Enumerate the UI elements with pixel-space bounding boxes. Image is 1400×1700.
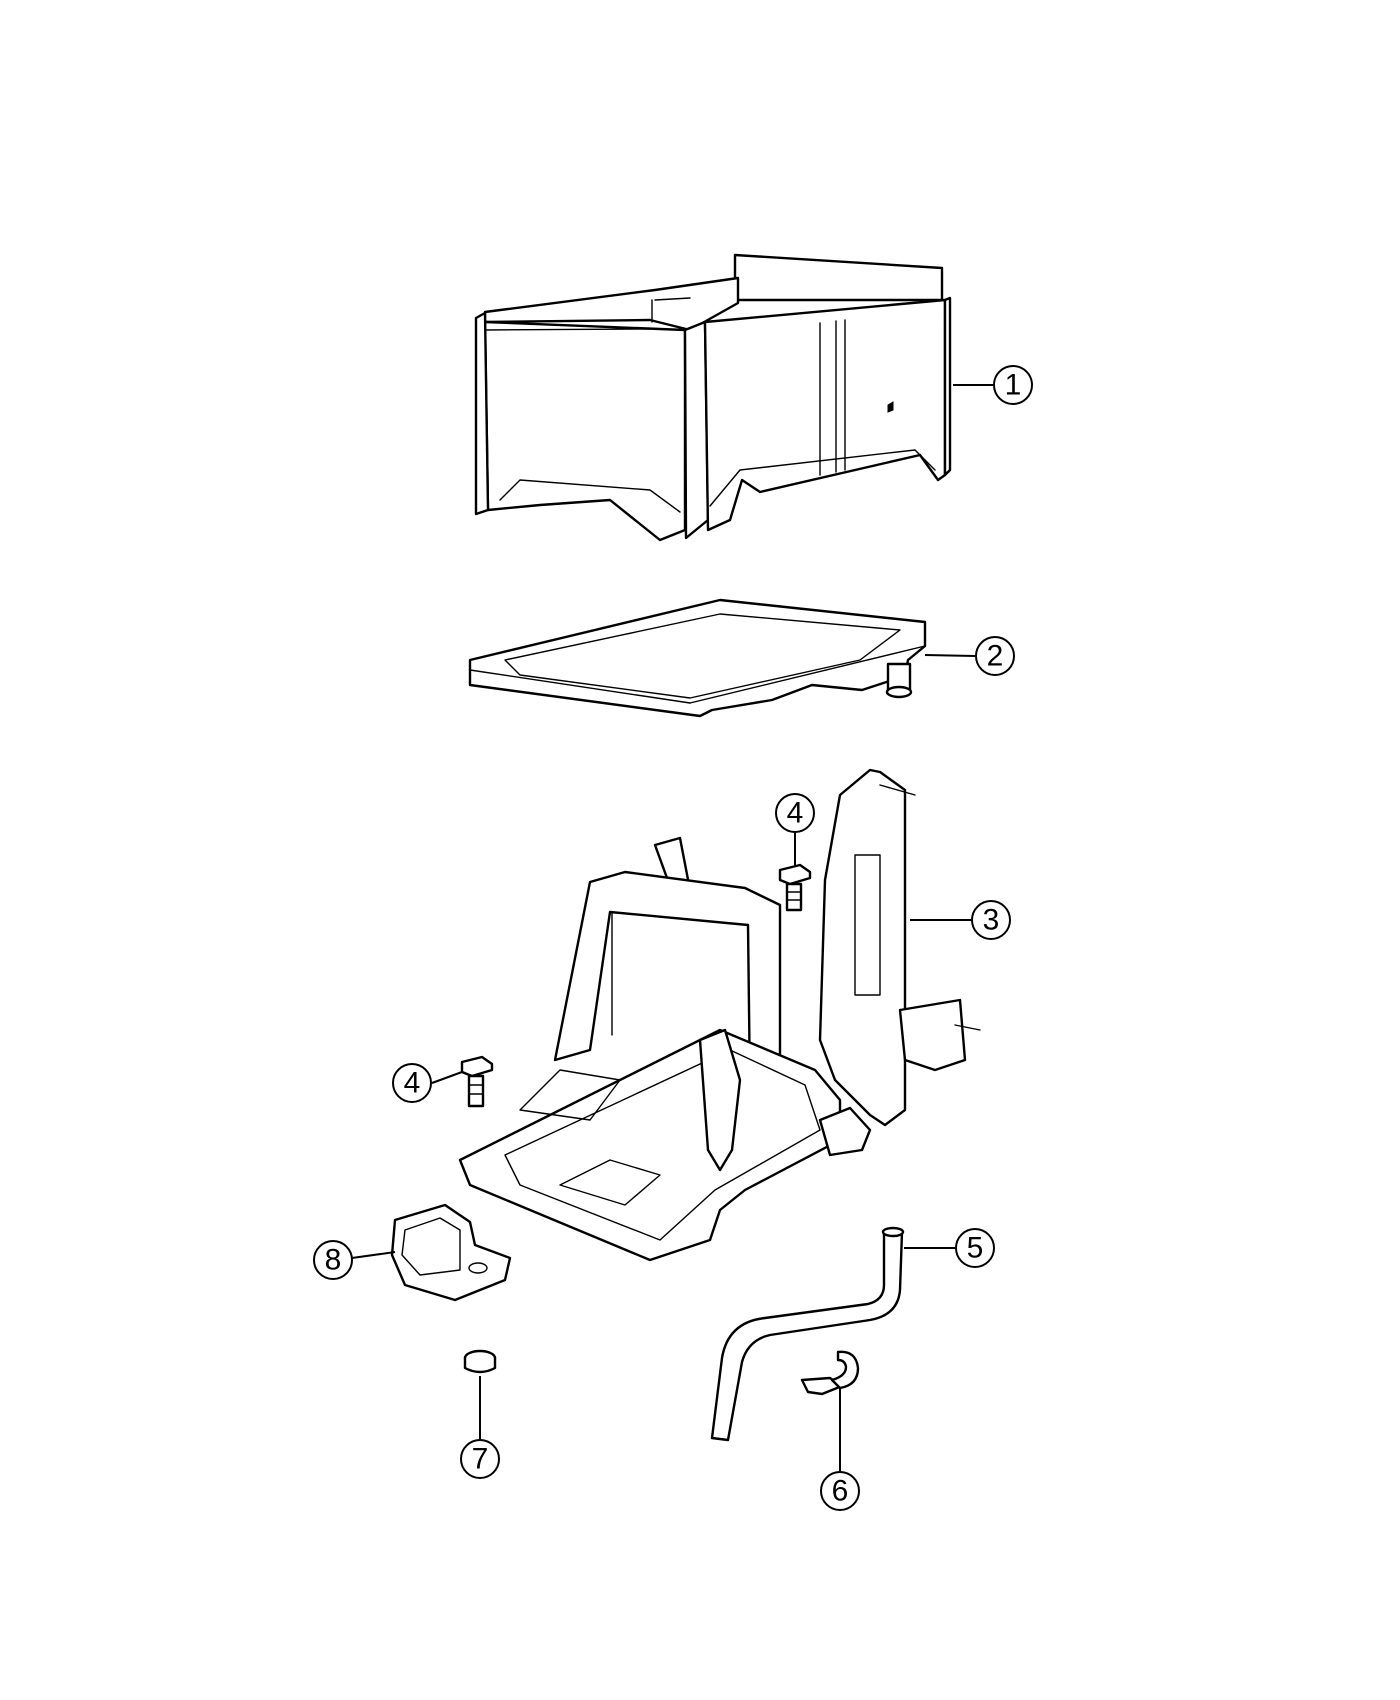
callout-3: 3 <box>971 900 1011 940</box>
callout-2: 2 <box>975 636 1015 676</box>
callout-7: 7 <box>460 1439 500 1479</box>
callout-4-upper-number: 4 <box>787 797 804 830</box>
leader-8 <box>351 1251 396 1259</box>
battery-tray-insert <box>468 598 927 718</box>
support-bracket <box>390 1203 512 1302</box>
battery-case <box>474 253 952 542</box>
leader-lines <box>351 384 993 1472</box>
callout-5: 5 <box>955 1228 995 1268</box>
battery-tray <box>458 768 981 1262</box>
callout-6-number: 6 <box>832 1475 849 1508</box>
vent-tube <box>710 1226 905 1442</box>
bolt-upper <box>778 863 812 912</box>
callout-2-number: 2 <box>987 640 1004 673</box>
callout-4-left-number: 4 <box>404 1067 421 1100</box>
callout-4-upper: 4 <box>775 793 815 833</box>
callout-1-number: 1 <box>1005 369 1022 402</box>
bolt-left <box>460 1055 494 1108</box>
callout-1: 1 <box>993 365 1033 405</box>
callout-8-number: 8 <box>325 1244 342 1277</box>
callout-8: 8 <box>313 1240 353 1280</box>
tube-clip <box>800 1350 860 1396</box>
callout-3-number: 3 <box>983 904 1000 937</box>
nut <box>463 1349 497 1374</box>
callout-6: 6 <box>820 1471 860 1511</box>
leader-2 <box>924 654 976 657</box>
callout-7-number: 7 <box>472 1443 489 1476</box>
leader-4-left <box>431 1071 463 1084</box>
callout-4-left: 4 <box>392 1063 432 1103</box>
callout-5-number: 5 <box>967 1232 984 1265</box>
